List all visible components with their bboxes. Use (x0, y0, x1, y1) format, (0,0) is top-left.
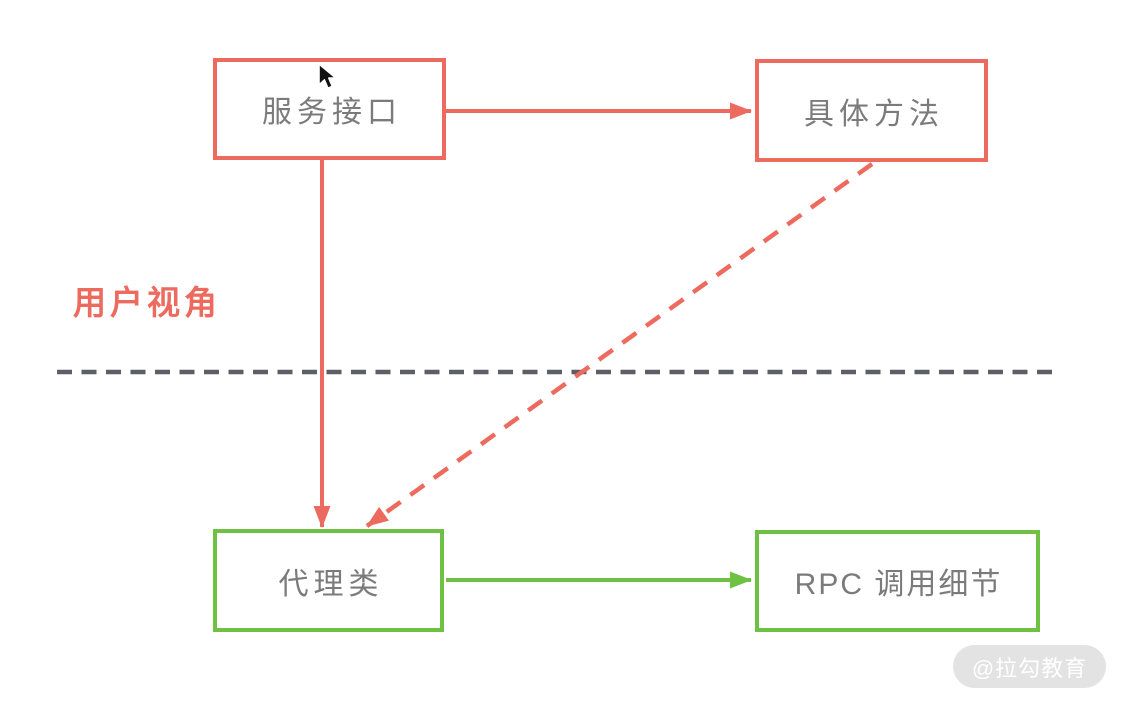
box-service-interface-label: 服务接口 (262, 96, 402, 129)
watermark-badge: @拉勾教育 (953, 645, 1106, 688)
box-concrete-method: 具体方法 (755, 59, 988, 162)
box-rpc-call-details-label: RPC 调用细节 (794, 568, 1003, 601)
box-concrete-method-label: 具体方法 (804, 97, 944, 131)
box-service-interface: 服务接口 (213, 58, 446, 160)
box-proxy-class: 代理类 (213, 529, 444, 632)
arrow-method-to-proxy-dashed (365, 162, 874, 528)
box-proxy-class-label: 代理类 (278, 567, 384, 601)
watermark-text: @拉勾教育 (971, 655, 1088, 681)
user-perspective-label: 用户视角 (73, 284, 221, 321)
box-rpc-call-details: RPC 调用细节 (755, 530, 1040, 632)
